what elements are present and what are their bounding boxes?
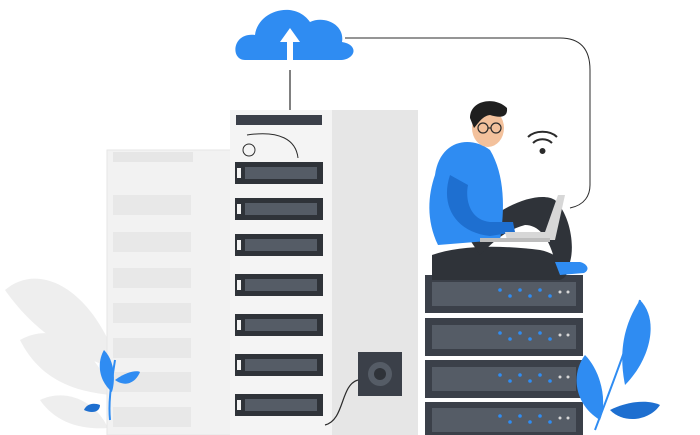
network-line [345, 37, 591, 209]
left-blue-plant [84, 350, 140, 421]
cloud-upload-icon [235, 9, 354, 60]
right-blue-plant [576, 299, 660, 431]
wifi-icon [527, 130, 558, 154]
right-server-stack [425, 275, 583, 435]
left-faint-leaves [5, 278, 120, 429]
power-socket-icon [324, 352, 402, 426]
person-illustration [429, 101, 588, 280]
background-server-rack [106, 149, 233, 435]
